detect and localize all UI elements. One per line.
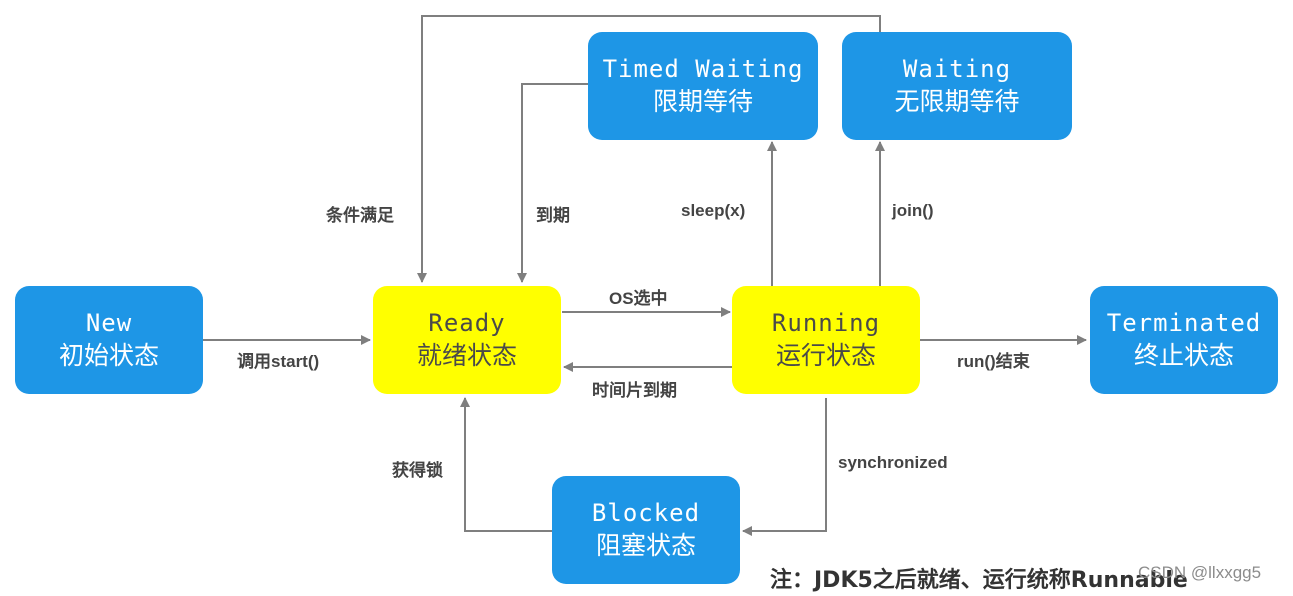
label-running-to-waiting: join() [892,201,934,220]
footnote: 注：JDK5之后就绪、运行统称Runnable [770,568,1188,593]
label-blocked-to-ready: 获得锁 [392,461,443,480]
state-terminated: Terminated 终止状态 [1090,286,1278,394]
state-running: Running 运行状态 [732,286,920,394]
state-ready: Ready 就绪状态 [373,286,561,394]
state-new: New 初始状态 [15,286,203,394]
state-new-zh-label: 初始状态 [58,341,159,371]
edge-waiting-to-ready [417,15,881,283]
edge-running-to-blocked [742,398,827,536]
watermark: CSDN @llxxgg5 [1138,563,1262,582]
label-ready-to-running: OS选中 [609,289,668,308]
label-running-to-timed-waiting: sleep(x) [681,201,746,220]
state-running-zh-label: 运行状态 [775,341,876,371]
label-running-to-ready: 时间片到期 [592,381,677,400]
label-running-to-blocked: synchronized [838,453,948,472]
state-waiting-en-label: Waiting [902,55,1012,84]
state-ready-en-label: Ready [428,309,506,338]
state-blocked: Blocked 阻塞状态 [552,476,740,584]
state-timed-waiting-zh-label: 限期等待 [652,87,753,117]
state-waiting: Waiting 无限期等待 [842,32,1072,140]
state-timed-waiting-en-label: Timed Waiting [602,55,804,84]
label-timed-waiting-to-ready: 到期 [536,206,570,225]
state-blocked-en-label: Blocked [591,499,701,528]
state-timed-waiting: Timed Waiting 限期等待 [588,32,818,140]
label-waiting-to-ready: 条件满足 [326,206,394,225]
state-blocked-zh-label: 阻塞状态 [595,531,696,561]
state-ready-zh-label: 就绪状态 [416,341,517,371]
state-terminated-en-label: Terminated [1106,309,1262,338]
state-terminated-zh-label: 终止状态 [1133,341,1234,371]
edge-blocked-to-ready [460,397,552,532]
edge-timed-waiting-to-ready [517,83,588,283]
label-running-to-terminated: run()结束 [957,352,1030,371]
state-waiting-zh-label: 无限期等待 [894,87,1020,117]
label-new-to-ready: 调用start() [237,352,320,371]
state-new-en-label: New [85,309,133,338]
state-running-en-label: Running [771,309,881,338]
